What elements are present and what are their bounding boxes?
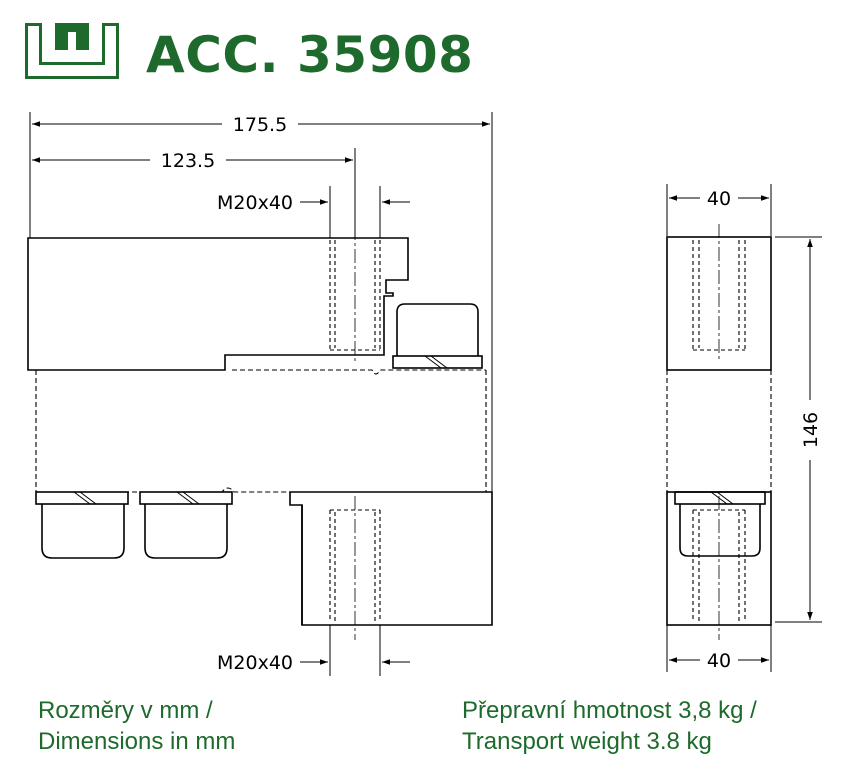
units-caption: Rozměry v mm / Dimensions in mm xyxy=(38,695,235,757)
upper-cap xyxy=(396,303,479,356)
product-title: ACC. 35908 xyxy=(146,26,474,84)
company-logo xyxy=(25,23,119,79)
lower-block xyxy=(289,491,493,626)
dim-width-bottom: 40 xyxy=(707,650,731,672)
front-view xyxy=(27,112,493,676)
dim-width-top: 40 xyxy=(707,188,731,210)
dim-overall-length: 175.5 xyxy=(233,114,287,136)
upper-block xyxy=(27,237,409,371)
dim-thread-bottom: M20x40 xyxy=(217,652,293,674)
hidden-body xyxy=(35,369,487,493)
units-caption-cz: Rozměry v mm / xyxy=(38,697,213,724)
lower-cap-1 xyxy=(35,491,129,505)
side-view xyxy=(666,184,822,672)
weight-caption-cz: Přepravní hmotnost 3,8 kg / xyxy=(462,697,757,724)
weight-caption: Přepravní hmotnost 3,8 kg / Transport we… xyxy=(462,695,757,757)
dim-hole-offset: 123.5 xyxy=(161,150,215,172)
dim-thread-top: M20x40 xyxy=(217,192,293,214)
weight-caption-en: Transport weight 3.8 kg xyxy=(462,728,712,755)
dim-height: 146 xyxy=(800,412,822,448)
header: ACC. 35908 xyxy=(0,0,844,100)
lower-cap-2 xyxy=(139,491,233,505)
units-caption-en: Dimensions in mm xyxy=(38,728,236,755)
